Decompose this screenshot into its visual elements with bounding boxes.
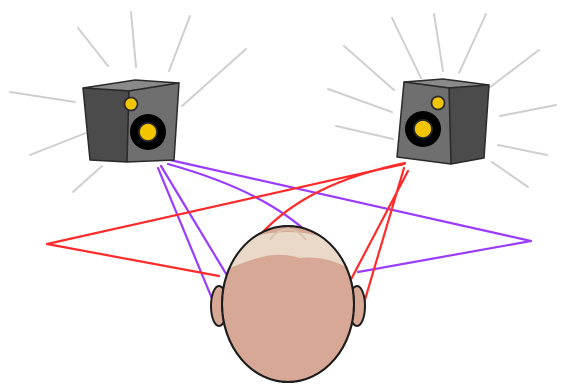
left-speaker-tweeter [125,98,138,111]
right-ray-5 [434,14,443,71]
purple-path-left-direct-long [158,168,213,301]
right-ray-4 [392,18,421,78]
left-ray-2 [131,12,136,67]
right-ray-9 [498,145,547,155]
red-path-right-to-left-ear [47,164,404,276]
right-ray-3 [336,126,393,139]
left-ray-3 [169,16,190,71]
right-ray-2 [328,89,392,112]
left-speaker-icon [83,80,179,162]
left-ray-4 [182,49,246,106]
right-ray-10 [492,162,528,187]
left-speaker-side [83,88,129,162]
right-speaker-icon [397,79,489,164]
left-ray-6 [30,133,86,155]
right-speaker-side [449,85,489,164]
left-ray-5 [10,92,75,102]
right-ray-8 [500,105,556,116]
right-speaker-tweeter [432,97,445,110]
left-ray-1 [78,28,108,66]
purple-path-left-direct-short [161,166,231,282]
left-ray-7 [73,166,102,192]
right-ray-6 [459,14,486,73]
right-speaker-woofer-center [414,120,432,138]
listener-head-icon [211,226,365,382]
left-speaker-woofer-center [139,123,157,141]
right-ray-1 [344,46,394,90]
right-ray-7 [489,50,539,88]
